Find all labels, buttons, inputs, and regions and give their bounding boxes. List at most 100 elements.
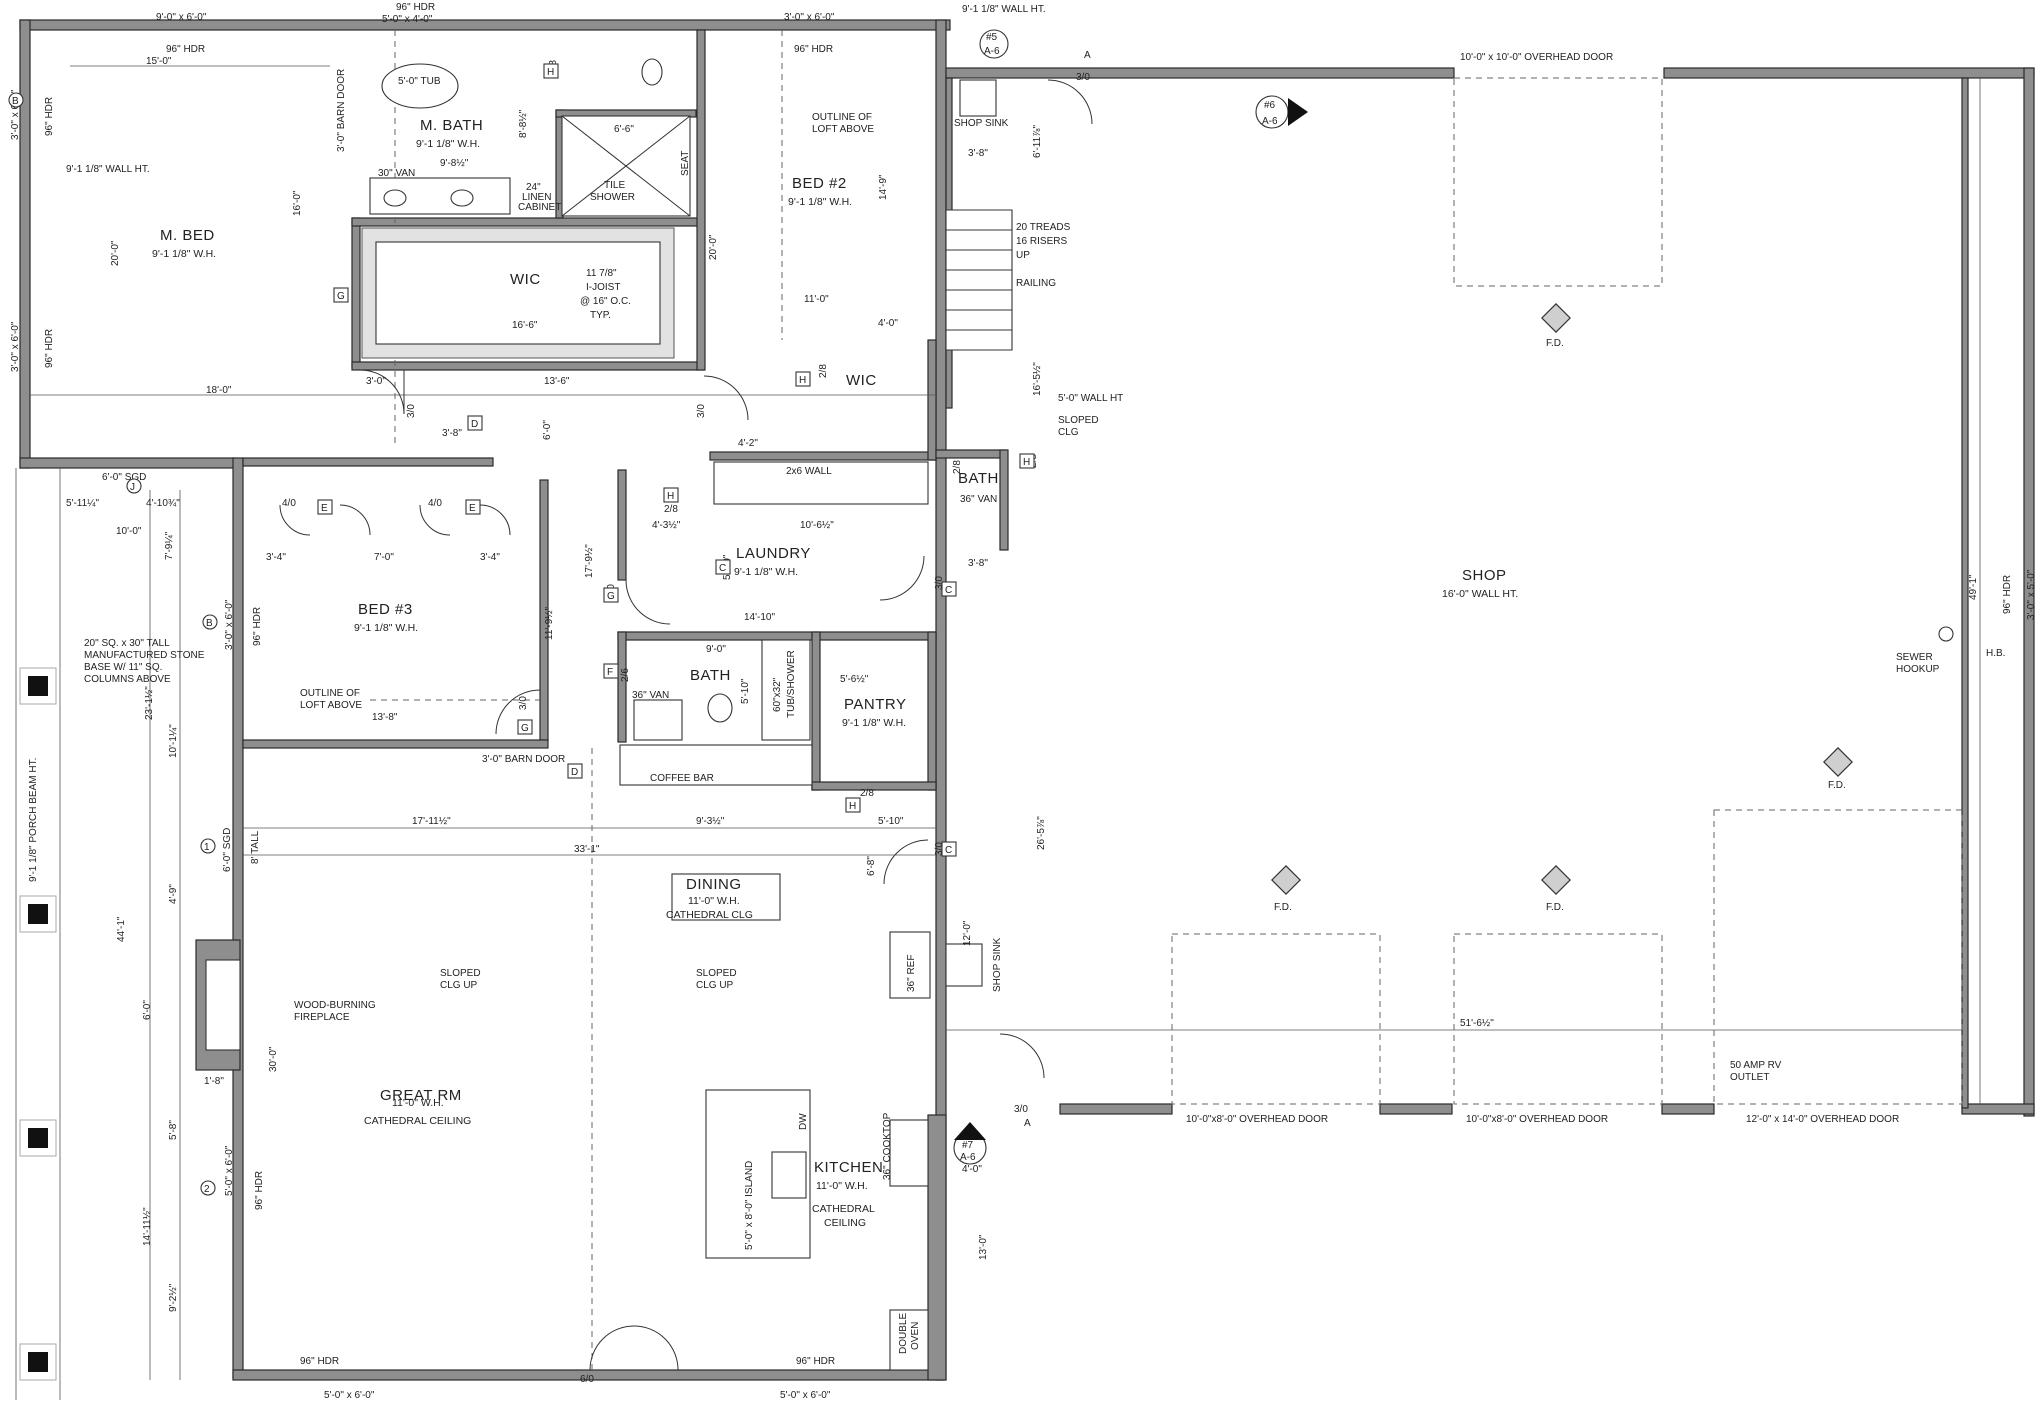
dim-14-11: 14'-11½": [142, 1207, 153, 1246]
wall-left-upper: [19, 19, 31, 469]
tag-c3: C: [945, 845, 952, 856]
dim-13-6: 13'-6": [544, 376, 570, 387]
ohd-top-label: 10'-0" x 10'-0" OVERHEAD DOOR: [1460, 52, 1613, 63]
wall-left-lower: [232, 457, 244, 1379]
door-30a: 3/0: [406, 404, 417, 418]
tag-e2: E: [469, 503, 476, 514]
column-1: [28, 676, 48, 696]
room-great-rm-sub2: CATHEDRAL CEILING: [364, 1115, 471, 1127]
tag-e1: E: [321, 503, 328, 514]
cooktop: [889, 1119, 929, 1187]
note-wall-ht-left: 9'-1 1/8" WALL HT.: [66, 164, 150, 175]
room-kitchen-sub2: CATHEDRAL: [812, 1203, 875, 1215]
note-tubshower-2: TUB/SHOWER: [786, 650, 797, 718]
dim-4-2: 4'-2": [738, 438, 758, 449]
wall-shop-inner-right: [1961, 77, 1969, 1109]
wall-pantry-right: [927, 631, 937, 791]
notes: 9'-1 1/8" WALL HT. 9'-1 1/8" WALL HT. SH…: [28, 4, 2005, 1354]
wall-laundry-top: [709, 451, 937, 461]
room-pantry: PANTRY: [844, 696, 906, 713]
tag-c2: C: [945, 585, 952, 596]
note-van36b: 36" VAN: [632, 690, 669, 701]
note-barn-door-low: 3'-0" BARN DOOR: [482, 754, 565, 765]
room-m-bed-sub: 9'-1 1/8" W.H.: [152, 248, 216, 260]
dim-3-8c: 3'-8": [968, 558, 988, 569]
wall-kitchen-right: [927, 1114, 947, 1381]
porch-columns: [19, 667, 57, 1381]
room-kitchen-sub1: 11'-0" W.H.: [816, 1180, 868, 1192]
door-30b: 3/0: [696, 404, 707, 418]
door-30d: 3/0: [518, 696, 529, 710]
room-labels: M. BED 9'-1 1/8" W.H. M. BATH 9'-1 1/8" …: [152, 117, 1518, 1229]
room-great-rm: GREAT RM: [380, 1087, 462, 1104]
column-4: [28, 1352, 48, 1372]
dim-44-1: 44'-1": [116, 916, 127, 942]
tag-h2: H: [799, 375, 806, 386]
fixtures: [205, 58, 1954, 1371]
fireplace: [205, 959, 241, 1051]
column-2: [28, 904, 48, 924]
dim-3-4b: 3'-4": [480, 552, 500, 563]
note-double-oven-2: OVEN: [910, 1322, 921, 1350]
door-28c: 2/8: [664, 504, 678, 515]
tag-f: F: [607, 667, 613, 678]
room-bath: BATH: [690, 667, 731, 684]
wall-shop-bottom-c: [1661, 1103, 1715, 1115]
floor-drain-3: [1271, 865, 1301, 895]
note-sewer-2: HOOKUP: [1896, 664, 1940, 675]
room-bed-2: BED #2: [792, 175, 847, 192]
note-wall-5ft: 5'-0" WALL HT: [1058, 393, 1123, 404]
dim-11-9: 11'-9½": [544, 606, 555, 640]
tag-h5: H: [849, 801, 856, 812]
tag-h3: H: [667, 491, 674, 502]
door-40a: 4/0: [282, 498, 296, 509]
dim-6-6: 6'-6": [614, 124, 634, 135]
floor-drain-1: [1541, 303, 1571, 333]
overhead-door-outlines: [1171, 77, 1963, 1105]
wall-shop-top-a: [945, 67, 1455, 79]
sewer-hookup: [1938, 626, 1954, 642]
shop-sink-top: [959, 79, 997, 117]
wall-shop-bottom-a: [1059, 1103, 1173, 1115]
room-bed-3-sub: 9'-1 1/8" W.H.: [354, 622, 418, 634]
tag-c1: C: [719, 563, 726, 574]
tag-b1: B: [12, 96, 19, 107]
wall-mbath-left: [351, 217, 361, 369]
note-sloped-up-1a: SLOPED: [440, 968, 481, 979]
note-joist-4: TYP.: [590, 310, 611, 321]
dim-13-8: 13'-8": [372, 712, 398, 723]
tag-j: J: [130, 482, 135, 493]
dim-20: 20'-0": [110, 240, 121, 266]
section-markers: #5 A-6 #6 A-6 #7 A-6 A A: [953, 29, 1308, 1165]
note-van36a: 36" VAN: [960, 494, 997, 505]
shop-walls: [945, 67, 2035, 1117]
note-double-oven-1: DOUBLE: [898, 1313, 909, 1354]
dim-13-0: 13'-0": [978, 1234, 989, 1260]
room-great-rm-sub1: 11'-0" W.H.: [392, 1097, 444, 1109]
note-island: 5'-0" x 8'-0" ISLAND: [744, 1161, 755, 1250]
room-m-bath-sub: 9'-1 1/8" W.H.: [416, 138, 480, 150]
dim-4-3: 4'-3½": [652, 520, 681, 531]
tag-2: 2: [204, 1184, 210, 1195]
grid-a-top: A: [1084, 50, 1091, 61]
note-sewer-1: SEWER: [1896, 652, 1933, 663]
dim-4-0: 4'-0": [878, 318, 898, 329]
tub: [381, 63, 459, 109]
note-ref: 36" REF: [906, 955, 917, 992]
wall-bed3-bottom: [242, 739, 549, 749]
dim-30-0: 30'-0": [268, 1046, 279, 1072]
wall-wic-top: [351, 217, 705, 227]
dim-6-0b: 6'-0": [142, 1000, 153, 1020]
door-30h: 3/0: [1014, 1104, 1028, 1115]
dim-5-10b: 5'-10": [740, 678, 751, 704]
room-bed-3: BED #3: [358, 601, 413, 618]
toilet-master: [641, 58, 663, 86]
dim-12-0: 12'-0": [962, 920, 973, 946]
dim-10-0: 10'-0": [116, 526, 142, 537]
dim-16-6: 16'-6": [512, 320, 538, 331]
note-columns-3: BASE W/ 11" SQ.: [84, 662, 162, 673]
marker-7-sheet: A-6: [960, 1152, 976, 1163]
wall-bath-top: [617, 631, 937, 641]
note-stairs-1: 20 TREADS: [1016, 222, 1071, 233]
